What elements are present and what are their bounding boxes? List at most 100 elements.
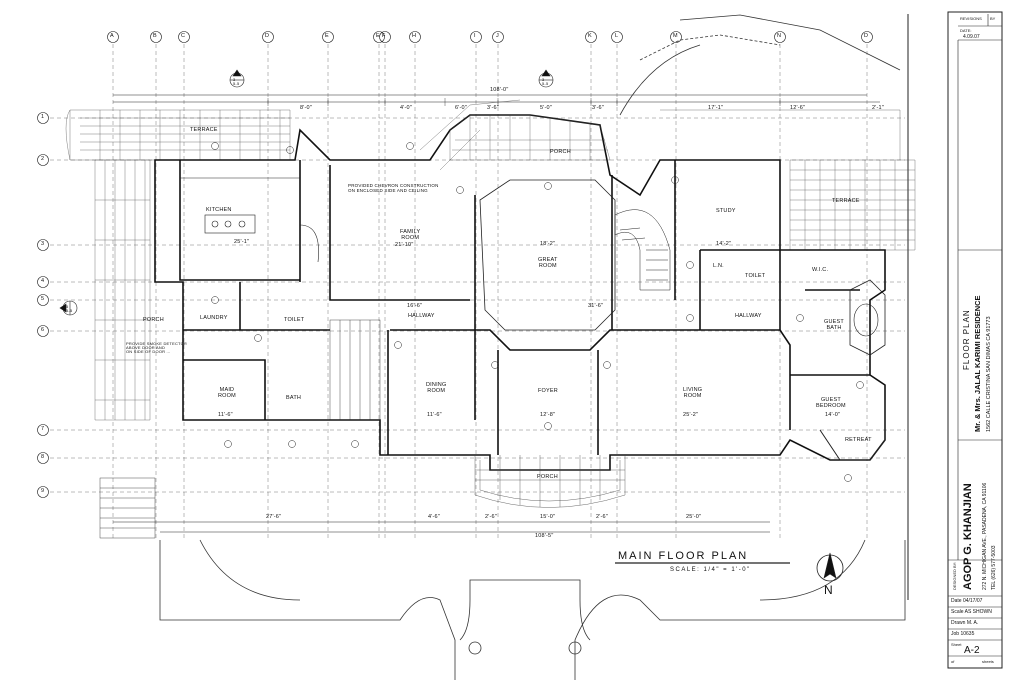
room-bath: BATH — [286, 395, 302, 401]
dim-study: 14'-2" — [716, 241, 732, 247]
room-foyer: FOYER — [538, 388, 558, 394]
dim-top-2: 4'-0" — [400, 105, 412, 111]
revisions-label: REVISIONS — [960, 16, 982, 21]
room-retreat: RETREAT — [845, 437, 872, 443]
dim-maid: 11'-6" — [218, 412, 233, 418]
grid-row-5: 5 — [41, 296, 45, 302]
grid-row-7: 7 — [41, 426, 45, 432]
grid-col-f: F — [382, 33, 386, 39]
room-kitchen: KITCHEN — [206, 207, 232, 213]
room-terrace-right: TERRACE — [832, 198, 860, 204]
grid-col-e: E — [325, 33, 329, 39]
grid-row-1: 1 — [41, 114, 45, 120]
plan-title: MAIN FLOOR PLAN — [618, 550, 749, 562]
grid-row-8: 8 — [41, 454, 45, 460]
room-porch-top: PORCH — [550, 149, 571, 155]
room-guest-bedroom: GUEST BEDROOM — [816, 397, 846, 409]
grid-row-4: 4 — [41, 278, 45, 284]
dim-bottom-1: 27'-6" — [266, 514, 282, 520]
project-address: 1562 CALLE CRISTINA SAN DIMAS CA 91773 — [986, 316, 992, 432]
dim-top-4: 3'-6" — [487, 105, 499, 111]
room-hallway-left: HALLWAY — [408, 313, 435, 319]
designer-name: AGOP G. KHANJIAN — [962, 483, 974, 590]
room-living: LIVING ROOM — [683, 387, 703, 399]
dim-foyer: 12'-8" — [540, 412, 556, 418]
grid-col-a: A — [110, 33, 114, 39]
section-marker-c: 5 5-5 — [66, 304, 73, 313]
dim-bottom-2: 4'-6" — [428, 514, 440, 520]
room-wic: W.I.C. — [812, 267, 829, 273]
drawing-title: FLOOR PLAN — [962, 309, 971, 370]
dim-top-8: 12'-6" — [790, 105, 806, 111]
room-ln: L.N. — [713, 263, 724, 269]
dim-hall-2: 31'-6" — [588, 303, 604, 309]
grid-row-3: 3 — [41, 241, 45, 247]
room-maid: MAID ROOM — [218, 387, 236, 399]
revision-date-value: 4.09.07 — [963, 34, 980, 40]
room-porch-left: PORCH — [143, 317, 164, 323]
dim-dining: 11'-6" — [427, 412, 442, 418]
room-toilet-right: TOILET — [745, 273, 766, 279]
designer-label: DESIGNED BY: — [952, 561, 957, 590]
dim-great: 18'-2" — [540, 241, 556, 247]
room-laundry: LAUNDRY — [200, 315, 228, 321]
dim-bottom-3: 2'-6" — [485, 514, 497, 520]
room-porch-bottom: PORCH — [537, 474, 558, 480]
room-great: GREAT ROOM — [538, 257, 558, 269]
grid-col-h: H — [412, 33, 417, 39]
grid-row-2: 2 — [41, 156, 45, 162]
sheet-label: Sheet — [951, 642, 962, 647]
job-row: Job 10635 — [951, 631, 975, 637]
sheet-number: A-2 — [964, 645, 980, 656]
grid-col-d: D — [265, 33, 270, 39]
grid-col-k: K — [588, 33, 592, 39]
dim-living: 25'-2" — [683, 412, 699, 418]
dim-top-5: 5'-0" — [540, 105, 552, 111]
section-marker-a: 3 5-5 — [233, 77, 240, 86]
north-label: N — [824, 583, 833, 597]
construction-note: PROVIDED CHEVRON CONSTRUCTION ON ENCLOSE… — [348, 183, 439, 193]
dim-hall: 16'-6" — [407, 303, 423, 309]
room-hallway-right: HALLWAY — [735, 313, 762, 319]
detector-note: PROVIDE SMOKE DETECTOR ABOVE DOOR AND ON… — [126, 341, 188, 354]
grid-col-m: M — [673, 33, 678, 39]
dim-bottom-6: 25'-0" — [686, 514, 702, 520]
grid-col-c: C — [181, 33, 186, 39]
sheet-of: of — [951, 659, 955, 664]
grid-col-i: I — [474, 33, 476, 39]
grid-col-l: L — [615, 33, 619, 39]
grid-col-e2: E — [376, 33, 380, 39]
designer-address: 272 N. MICHIGAN AVE., PASADENA, CA 91106 — [982, 482, 988, 590]
dim-bottom-5: 2'-6" — [596, 514, 608, 520]
grid-col-j: J — [496, 33, 499, 39]
date-row: Date 04/17/07 — [951, 598, 983, 604]
room-dining: DINING ROOM — [426, 382, 447, 394]
room-terrace-left: TERRACE — [190, 127, 218, 133]
grid-col-d2: D — [864, 33, 869, 39]
grid-col-n: N — [777, 33, 782, 39]
dim-overall-bottom: 108'-5" — [535, 533, 554, 539]
dim-kitchen: 25'-1" — [234, 239, 250, 245]
dim-guest: 14'-0" — [825, 412, 841, 418]
dim-overall-top: 108'-0" — [490, 87, 509, 93]
dim-top-1: 8'-0" — [300, 105, 312, 111]
room-toilet-left: TOILET — [284, 317, 305, 323]
drawn-row: Drawn M. A. — [951, 620, 979, 626]
section-marker-b: 3 5-5 — [542, 77, 549, 86]
plan-scale: SCALE: 1/4" = 1'-0" — [670, 567, 751, 573]
sheet-count-label: sheets — [982, 659, 994, 664]
dim-top-6: 3'-6" — [592, 105, 604, 111]
grid-row-9: 9 — [41, 488, 45, 494]
dim-top-3: 6'-0" — [455, 105, 467, 111]
dim-bottom-4: 15'-0" — [540, 514, 556, 520]
scale-row: Scale AS SHOWN — [951, 609, 992, 615]
grid-col-b: B — [153, 33, 157, 39]
dim-top-7: 17'-1" — [708, 105, 724, 111]
room-family: FAMILY ROOM — [400, 229, 421, 241]
room-guest-bath: GUEST BATH — [824, 319, 844, 331]
project-name: Mr. & Mrs. JALAL KARIMI RESIDENCE — [973, 295, 982, 432]
dim-top-9: 2'-1" — [872, 105, 884, 111]
revision-date-label: DATE: — [960, 28, 972, 33]
dim-family: 21'-10" — [395, 242, 414, 248]
